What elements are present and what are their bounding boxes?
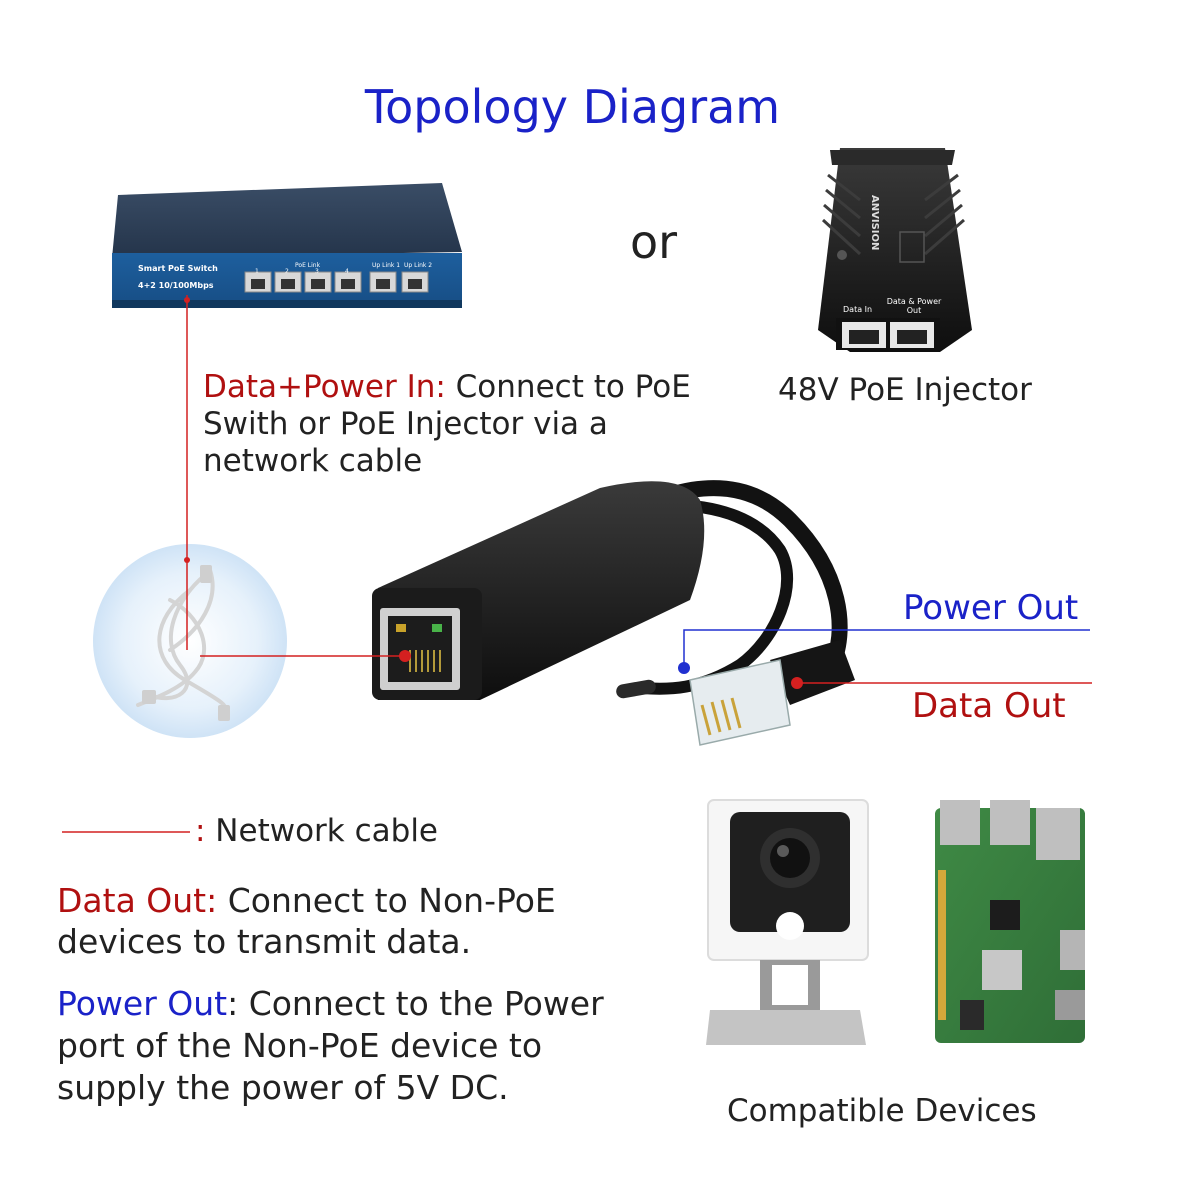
power-out-line2: port of the Non-PoE device to [57,1026,543,1065]
data-power-in-heading: Data+Power In: [203,369,446,405]
poe-injector-image [818,148,972,352]
power-out-line1: : Connect to the Power [227,984,604,1023]
data-out-line1: Connect to Non-PoE [217,881,556,920]
switch-port-number: 1 [255,268,259,275]
injector-brand: ANVISION [869,195,880,251]
network-cable-legend: : Network cable [195,813,438,850]
raspberry-pi-image [935,800,1085,1043]
connection-lines [62,295,1092,833]
legend-text: Network cable [205,813,438,849]
data-out-line2: devices to transmit data. [57,922,472,961]
data-out-description: Data Out: Connect to Non-PoE devices to … [57,880,556,962]
or-label: or [630,215,678,269]
data-out-heading: Data Out: [57,881,218,920]
switch-label-line2: 4+2 10/100Mbps [138,281,214,290]
switch-port-number: 2 [285,268,289,275]
switch-group-label: PoE Link [295,262,321,269]
power-out-line3: supply the power of 5V DC. [57,1068,509,1107]
injector-caption: 48V PoE Injector [778,372,1032,408]
network-cable-bubble [93,544,287,738]
injector-port-data-in: Data In [843,305,873,314]
data-out-callout: Data Out [912,686,1066,726]
switch-uplink2: Up Link 2 [404,262,433,269]
poe-switch-image [112,183,462,308]
injector-port-data-power-out: Data & Power Out [886,297,942,315]
data-power-in-line2: Swith or PoE Injector via a [203,406,608,442]
power-out-description: Power Out: Connect to the Power port of … [57,983,604,1109]
camera-image [706,799,869,1045]
switch-uplink1: Up Link 1 [372,262,401,269]
switch-port-number: 3 [315,268,319,275]
switch-port-number: 4 [345,268,349,275]
power-out-heading: Power Out [57,984,228,1023]
data-power-in-line1: Connect to PoE [445,369,691,405]
power-out-callout: Power Out [903,588,1079,628]
poe-splitter-image [372,480,855,746]
data-power-in-line3: network cable [203,443,423,479]
compatible-devices-caption: Compatible Devices [727,1093,1037,1129]
switch-label-line1: Smart PoE Switch [138,264,218,273]
page-title: Topology Diagram [364,80,781,134]
data-power-in-description: Data+Power In: Connect to PoE Swith or P… [203,369,691,480]
legend-separator: : [195,813,206,849]
